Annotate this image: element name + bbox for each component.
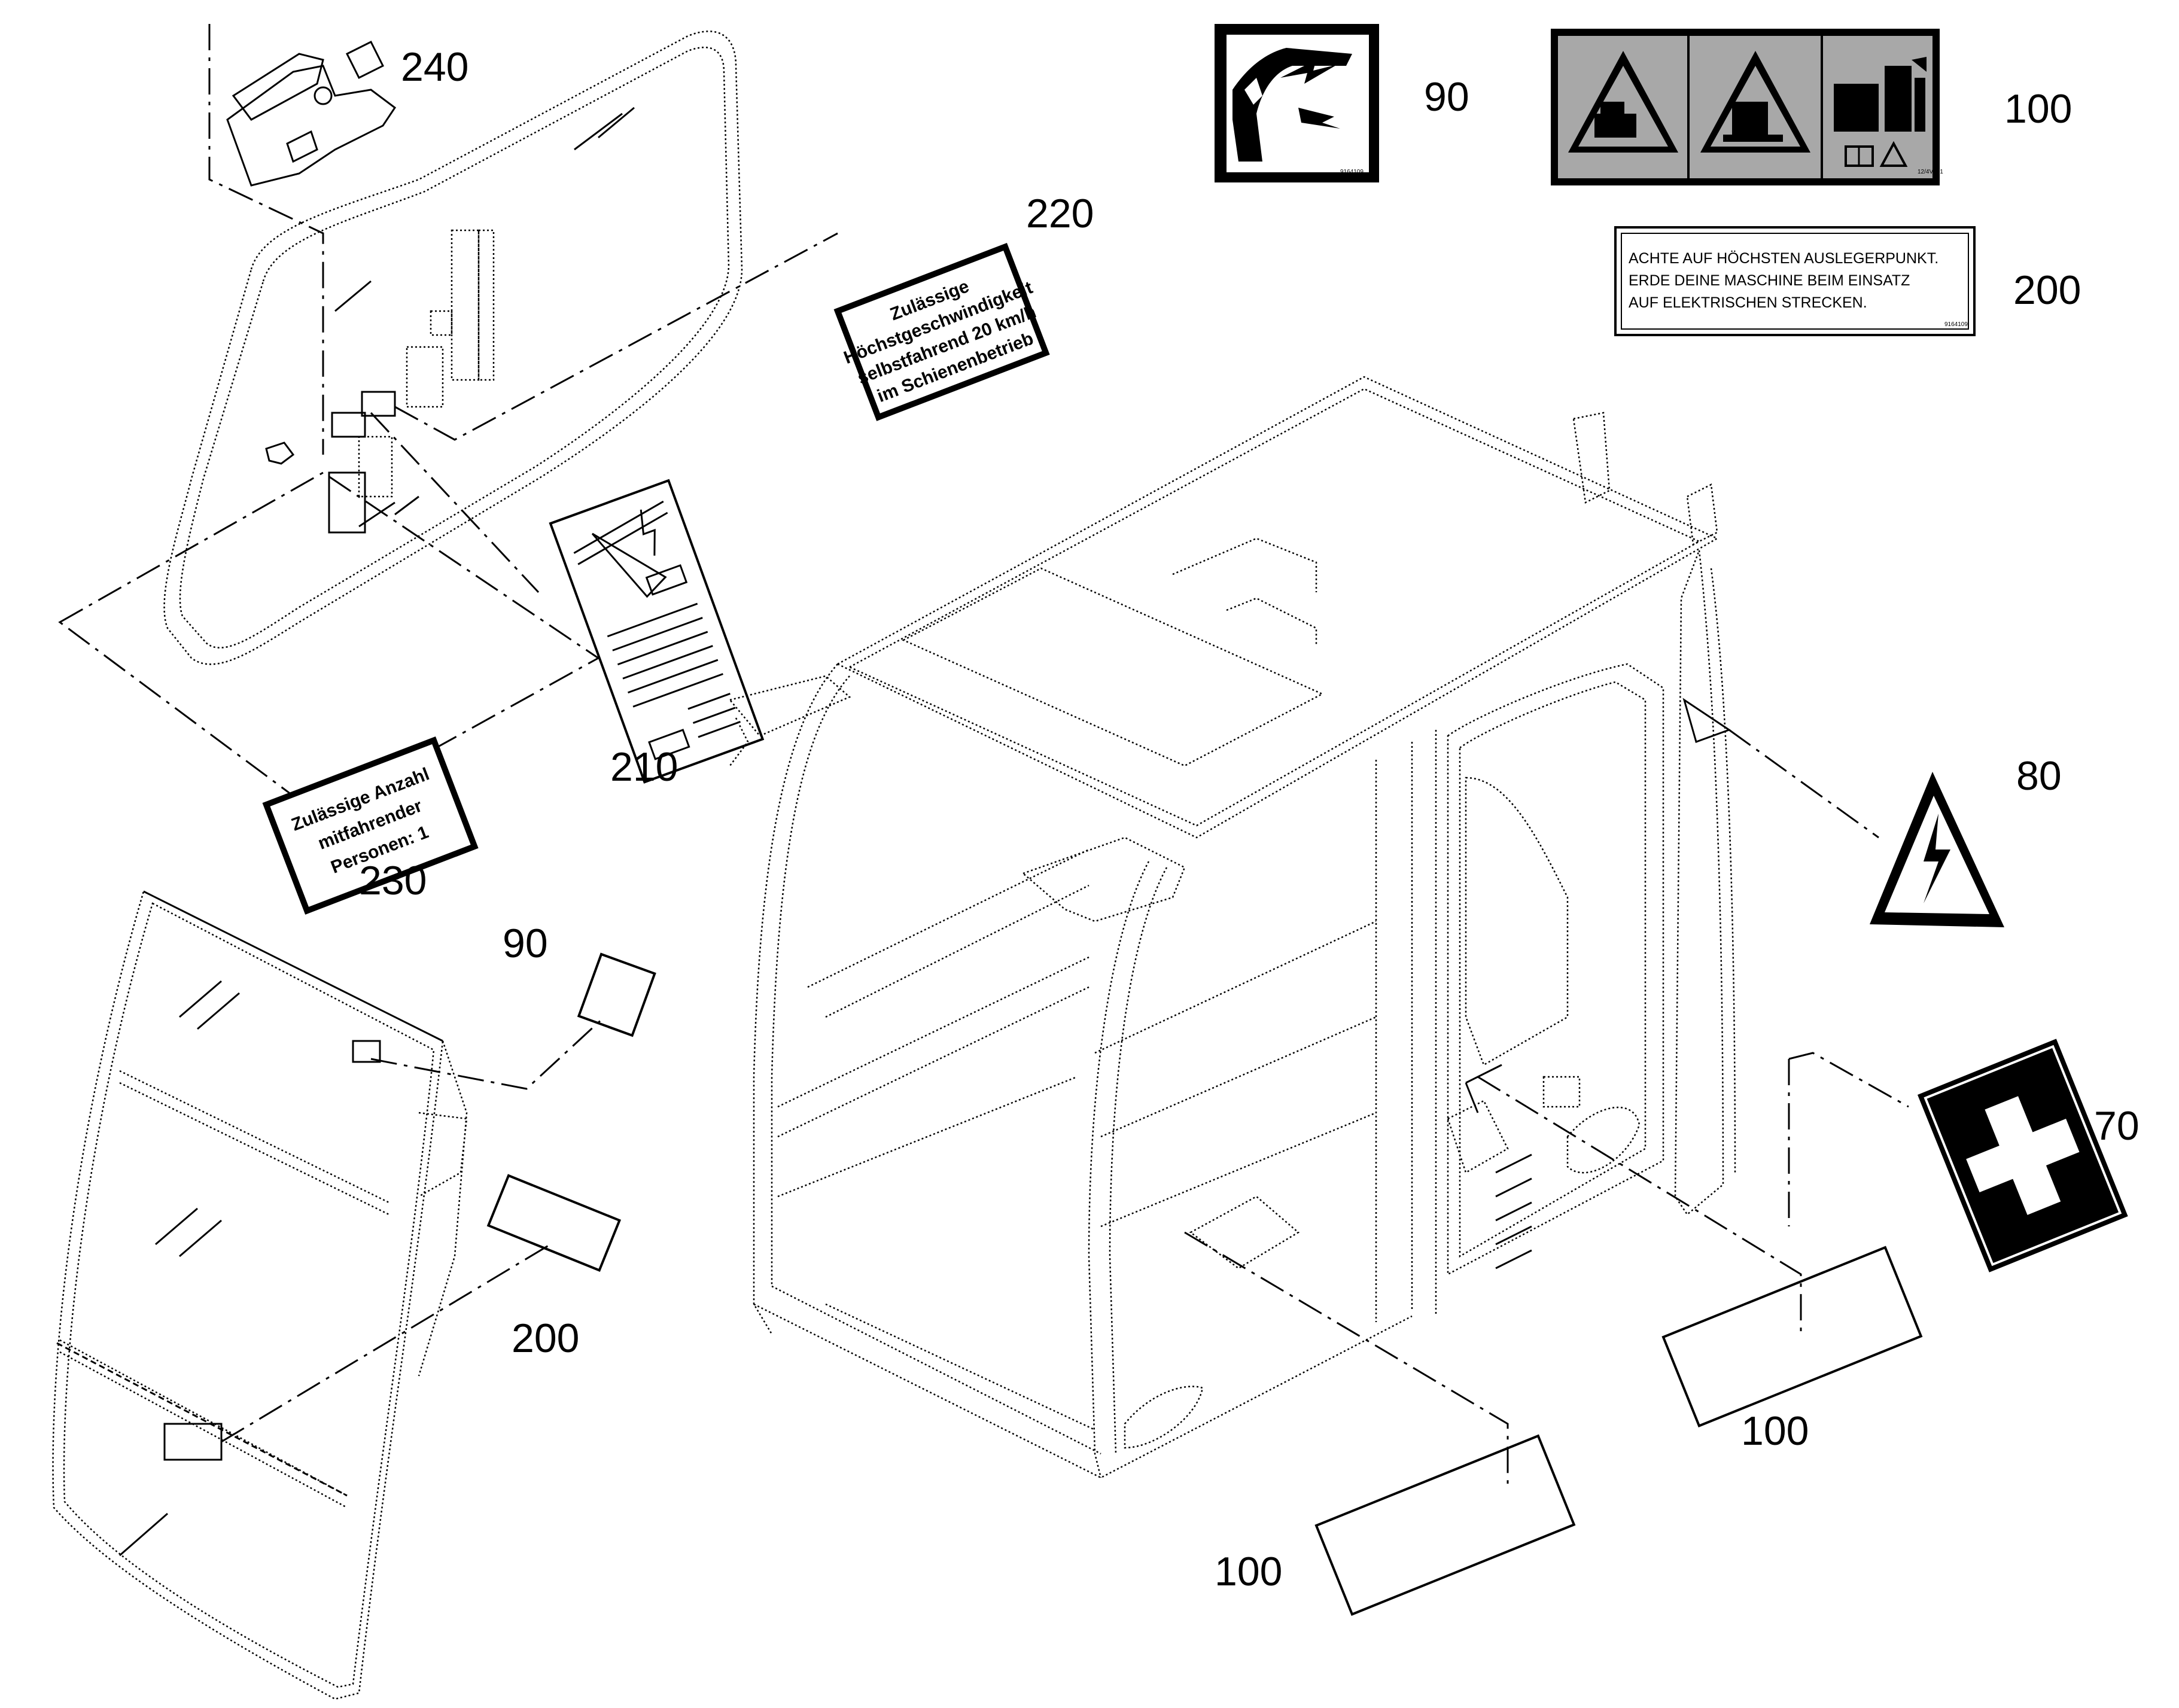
window-sticker-cluster xyxy=(265,229,495,534)
warning-triangle-icon xyxy=(1879,141,1908,167)
callout-230: 230 xyxy=(359,858,427,903)
speed-limit-plate: Zulässige Höchstgeschwindigkeit selbstfa… xyxy=(833,243,1050,421)
callout-100-right: 100 xyxy=(1741,1408,1809,1454)
train-icon xyxy=(1834,57,1927,132)
callout-240: 240 xyxy=(401,44,468,90)
lightning-icon xyxy=(1924,814,1950,903)
electric-shock-warning-decal xyxy=(1870,772,2004,927)
decal-100-bottom xyxy=(1314,1434,1576,1616)
pinch-hazard-decal: 9164109 xyxy=(1215,24,1379,182)
book-icon xyxy=(1845,145,1874,167)
handle-lock-part xyxy=(226,40,397,187)
svg-text:ACHTE AUF HÖCHSTEN AUSLEGERPUN: ACHTE AUF HÖCHSTEN AUSLEGERPUNKT. xyxy=(1629,250,1938,267)
first-aid-cross-icon xyxy=(1966,1096,2080,1215)
decal-200-placeholder xyxy=(486,1174,622,1272)
callout-200-mid: 200 xyxy=(512,1316,579,1361)
first-aid-decal xyxy=(1918,1039,2128,1272)
callout-70: 70 xyxy=(2094,1103,2140,1149)
rail-safety-decal-strip: 12/4V101 xyxy=(1551,29,1943,185)
decal-placeholder xyxy=(1189,1195,1300,1269)
passenger-count-plate: Zulässige Anzahl mitfahrender Personen: … xyxy=(262,736,479,915)
catenary-notice-decal: ACHTE AUF HÖCHSTEN AUSLEGERPUNKT. ERDE D… xyxy=(1614,226,1976,336)
svg-text:9164109: 9164109 xyxy=(1944,321,1968,328)
decal-placeholder xyxy=(1542,1076,1581,1108)
rear-window-glass xyxy=(163,31,743,665)
svg-text:AUF ELEKTRISCHEN STRECKEN.: AUF ELEKTRISCHEN STRECKEN. xyxy=(1629,294,1867,311)
callout-100-bottom: 100 xyxy=(1215,1549,1282,1594)
svg-text:12/4V101: 12/4V101 xyxy=(1918,169,1943,175)
decal-90-placeholder xyxy=(577,952,656,1037)
callout-80: 80 xyxy=(2016,753,2062,799)
decal-100-right xyxy=(1661,1246,1923,1427)
callout-210: 210 xyxy=(610,744,678,790)
svg-text:9164109: 9164109 xyxy=(1340,169,1364,175)
callout-90-top: 90 xyxy=(1424,74,1469,120)
operator-cab-frame xyxy=(728,376,1736,1479)
callout-100-top: 100 xyxy=(2004,86,2072,132)
svg-text:ERDE DEINE MASCHINE BEIM EINSA: ERDE DEINE MASCHINE BEIM EINSATZ xyxy=(1629,272,1910,289)
callout-200-top: 200 xyxy=(2013,267,2081,313)
overhead-line-warning-plate xyxy=(549,479,765,784)
callout-90-mid: 90 xyxy=(503,921,548,966)
cab-door-glass xyxy=(52,890,468,1700)
warning-triangle-icon xyxy=(1700,51,1810,153)
callout-220: 220 xyxy=(1026,191,1094,236)
warning-triangle-icon xyxy=(1568,51,1678,153)
